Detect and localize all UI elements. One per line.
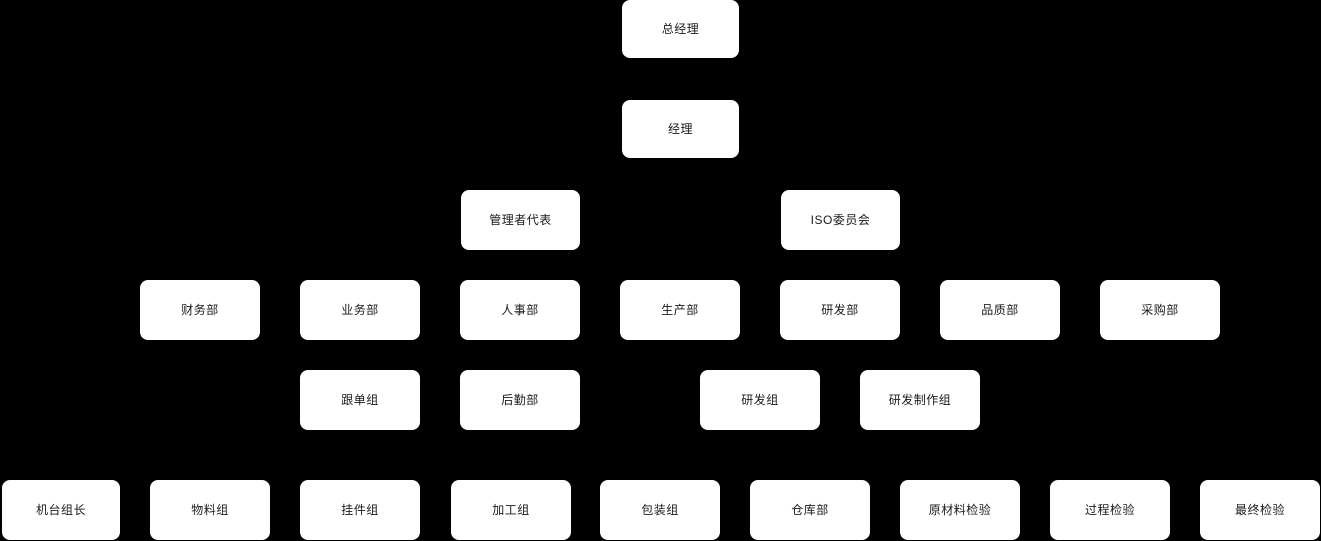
org-node-label: 业务部: [341, 302, 379, 317]
org-node-label: ISO委员会: [810, 212, 871, 227]
org-node[interactable]: 机台组长: [2, 480, 120, 540]
org-node-label: 物料组: [191, 502, 229, 517]
org-node[interactable]: 管理者代表: [461, 190, 580, 250]
org-node[interactable]: 采购部: [1100, 280, 1220, 340]
org-node[interactable]: 仓库部: [750, 480, 870, 540]
org-node-label: 机台组长: [35, 502, 86, 517]
org-node-label: 总经理: [661, 21, 700, 36]
org-node-label: 管理者代表: [489, 212, 552, 227]
org-node-label: 生产部: [661, 302, 699, 317]
org-node-label: 研发制作组: [888, 392, 952, 407]
org-node[interactable]: ISO委员会: [781, 190, 900, 250]
org-node-label: 挂件组: [341, 502, 379, 517]
org-node[interactable]: 人事部: [460, 280, 580, 340]
org-node[interactable]: 包装组: [600, 480, 720, 540]
org-node-label: 人事部: [501, 302, 539, 317]
org-node[interactable]: 后勤部: [460, 370, 580, 430]
org-node[interactable]: 研发组: [700, 370, 820, 430]
org-node-label: 仓库部: [791, 502, 829, 517]
org-node-label: 财务部: [181, 302, 219, 317]
org-node[interactable]: 研发制作组: [860, 370, 980, 430]
org-node[interactable]: 最终检验: [1200, 480, 1320, 540]
org-node-label: 包装组: [641, 502, 679, 517]
org-node-label: 最终检验: [1234, 502, 1285, 517]
org-node-label: 跟单组: [341, 392, 379, 407]
org-node-label: 经理: [667, 121, 693, 136]
org-node[interactable]: 过程检验: [1050, 480, 1170, 540]
org-node[interactable]: 总经理: [622, 0, 739, 58]
org-node[interactable]: 跟单组: [300, 370, 420, 430]
org-node[interactable]: 业务部: [300, 280, 420, 340]
org-node-label: 原材料检验: [928, 502, 992, 517]
org-node-label: 研发组: [741, 392, 779, 407]
org-node[interactable]: 研发部: [780, 280, 900, 340]
org-node-label: 加工组: [492, 502, 530, 517]
org-node-label: 后勤部: [501, 392, 539, 407]
org-node[interactable]: 原材料检验: [900, 480, 1020, 540]
org-node[interactable]: 财务部: [140, 280, 260, 340]
org-node-label: 品质部: [981, 302, 1019, 317]
org-node[interactable]: 加工组: [451, 480, 571, 540]
org-node[interactable]: 经理: [622, 100, 739, 158]
org-node[interactable]: 挂件组: [300, 480, 420, 540]
org-node-label: 采购部: [1141, 302, 1179, 317]
org-node-label: 研发部: [821, 302, 859, 317]
org-node-label: 过程检验: [1084, 502, 1135, 517]
org-node[interactable]: 物料组: [150, 480, 270, 540]
org-node[interactable]: 品质部: [940, 280, 1060, 340]
org-node[interactable]: 生产部: [620, 280, 740, 340]
